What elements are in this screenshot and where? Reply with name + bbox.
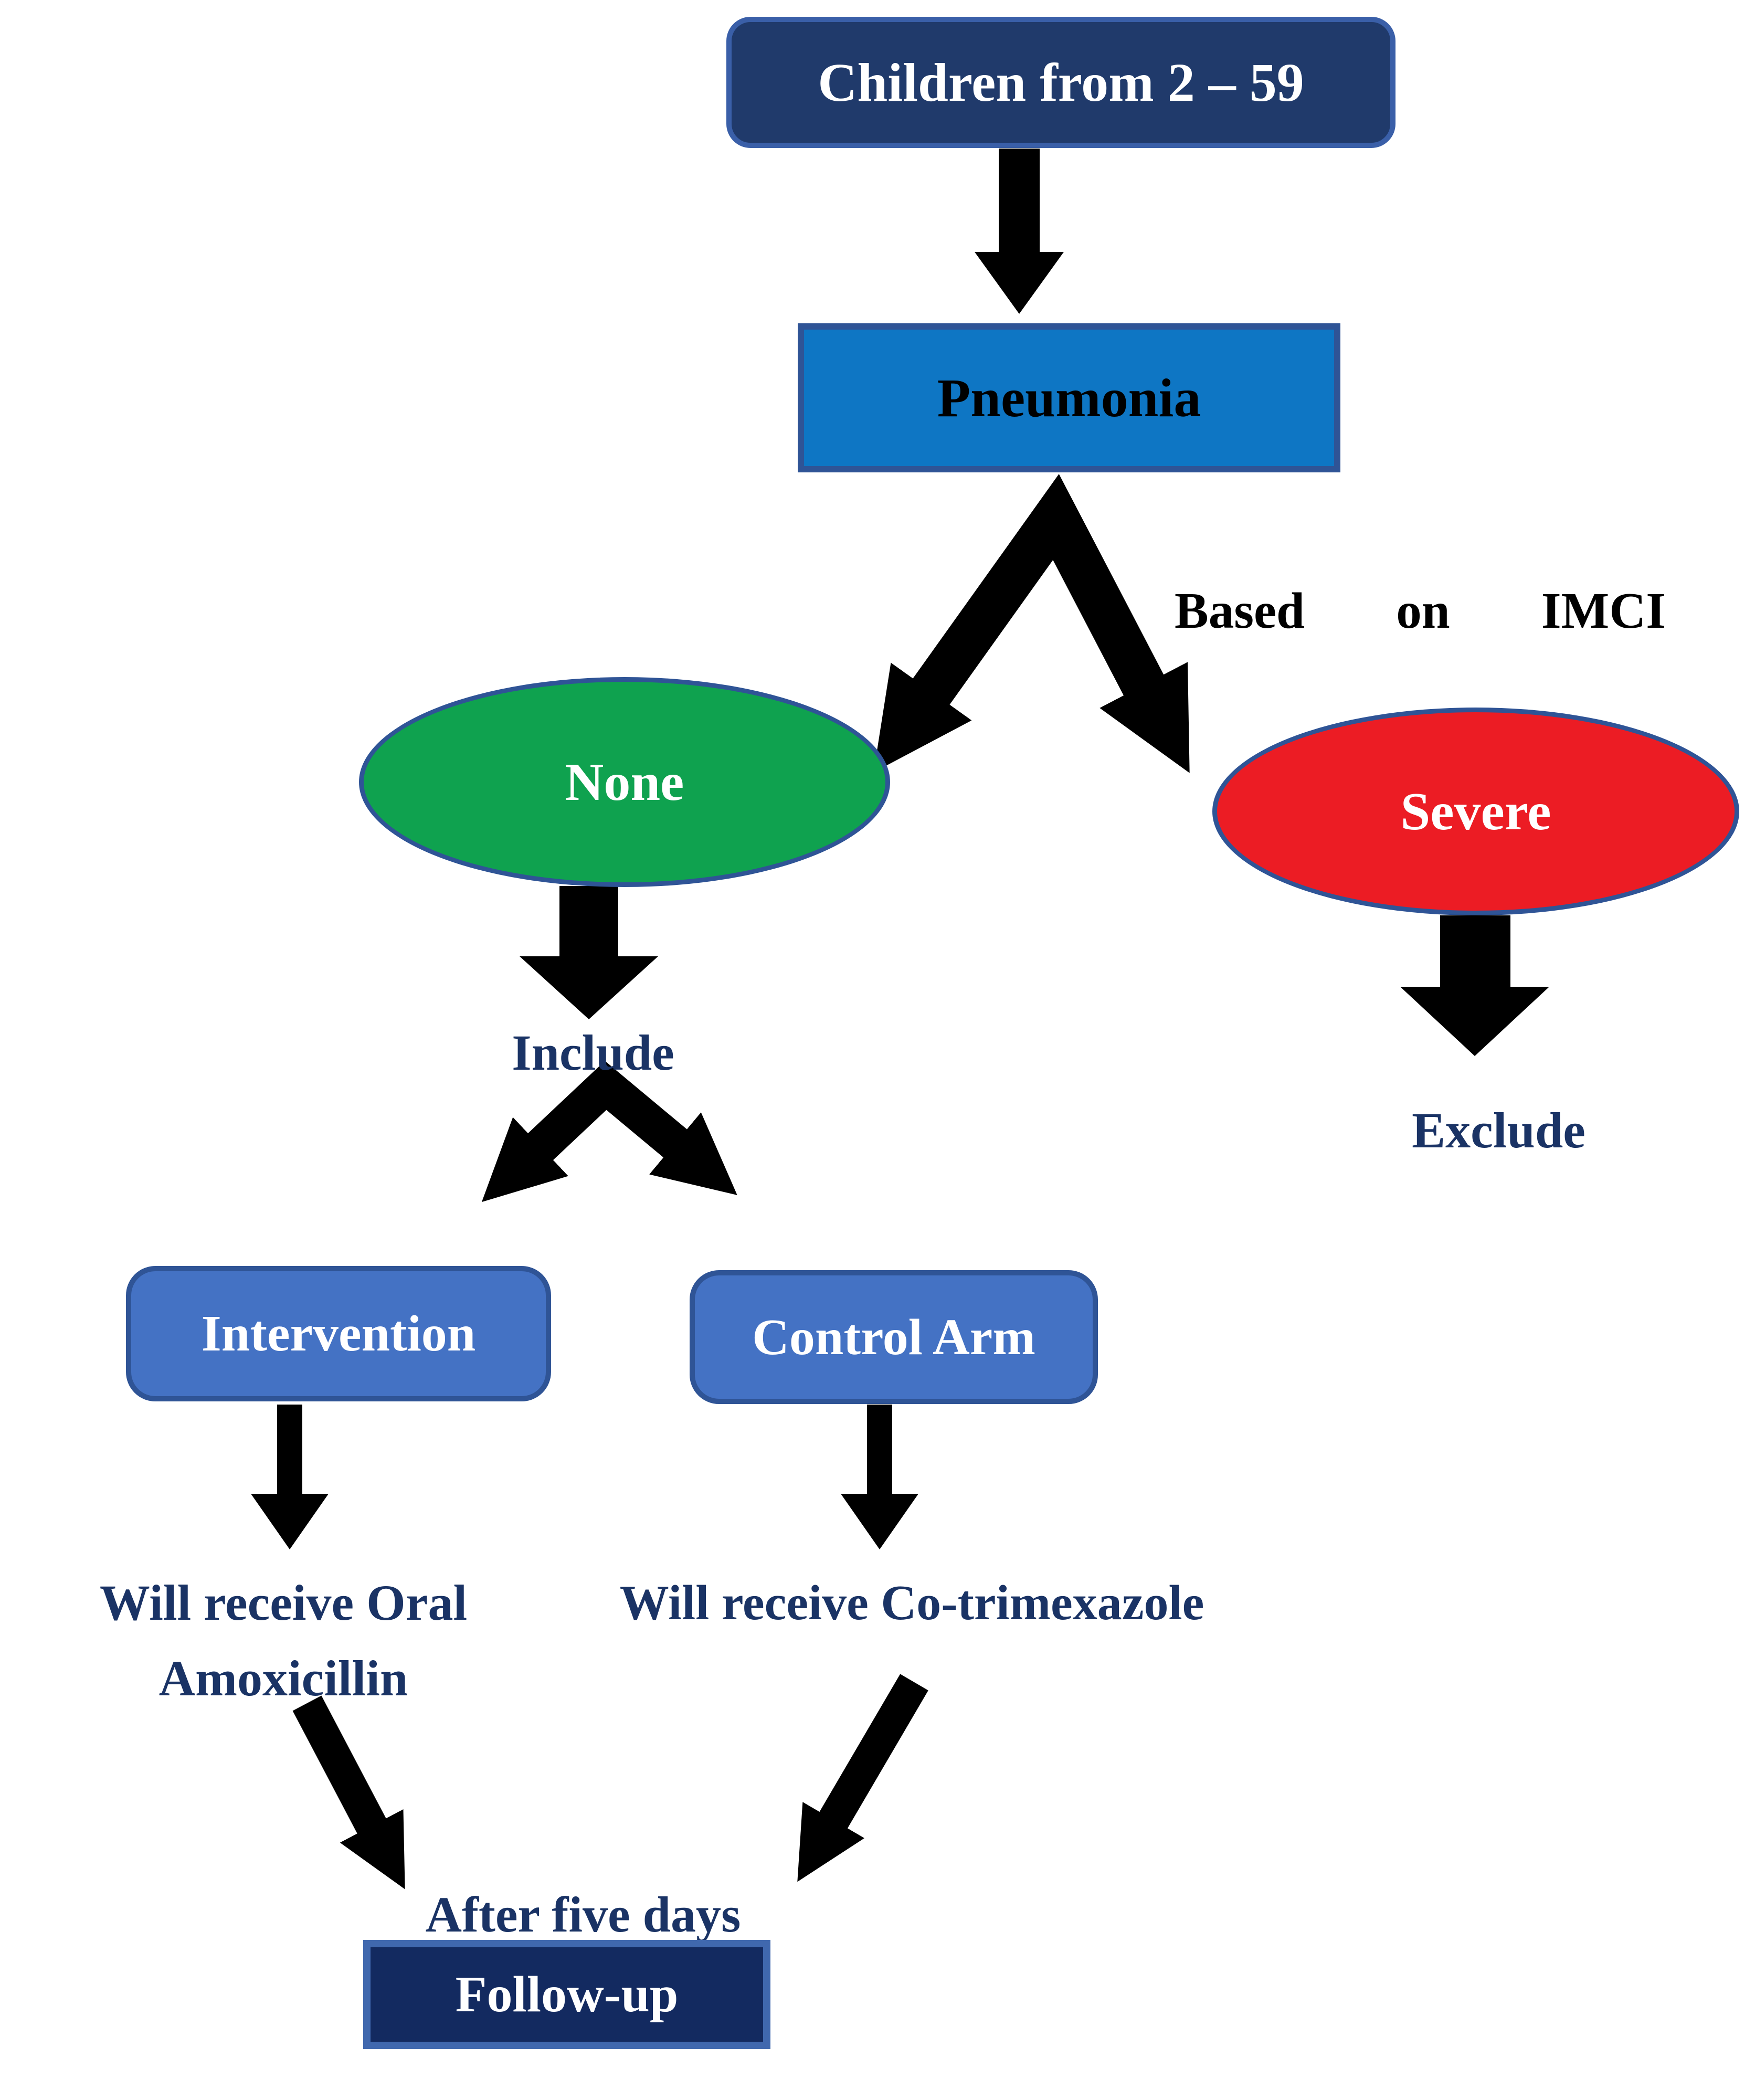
node-children-label: Children from 2 – 59: [818, 52, 1304, 113]
node-pneumonia: Pneumonia: [798, 323, 1340, 472]
arrow-control-to-cotrim: [841, 1405, 918, 1549]
node-severe-label: Severe: [1400, 782, 1551, 841]
oral-amoxicillin-label: Will receive Oral Amoxicillin: [0, 1565, 567, 1716]
arrow-none-to-include: [520, 886, 658, 1019]
node-intervention-label: Intervention: [201, 1305, 476, 1362]
oral-amoxicillin-line1: Will receive Oral: [99, 1575, 468, 1631]
oral-amoxicillin-line2: Amoxicillin: [158, 1650, 408, 1706]
node-control-arm-label: Control Arm: [752, 1308, 1035, 1366]
based-on-imci-label: Based on IMCI: [1175, 583, 1666, 639]
node-followup: Follow-up: [363, 1940, 770, 2049]
arrow-cotrim-to-followup: [797, 1674, 928, 1882]
node-severe: Severe: [1212, 708, 1739, 915]
arrow-oral-to-followup: [292, 1695, 405, 1890]
node-followup-label: Follow-up: [455, 1966, 679, 2023]
include-label: Include: [512, 1025, 674, 1081]
node-children: Children from 2 – 59: [726, 17, 1395, 148]
node-pneumonia-label: Pneumonia: [937, 367, 1201, 428]
arrow-children-to-pneumonia: [975, 149, 1064, 314]
arrow-split-include: [481, 1061, 737, 1202]
cotrimexazole-label: Will receive Co-trimexazole: [619, 1576, 1204, 1630]
node-none: None: [359, 677, 890, 887]
node-control-arm: Control Arm: [690, 1270, 1098, 1404]
arrow-intervention-to-oral: [251, 1405, 329, 1549]
arrow-split-pneumonia: [873, 474, 1190, 773]
after-five-days-label: After five days: [425, 1886, 741, 1943]
arrow-severe-to-exclude: [1400, 915, 1549, 1056]
node-none-label: None: [565, 752, 684, 812]
node-intervention: Intervention: [126, 1266, 551, 1401]
exclude-label: Exclude: [1412, 1102, 1585, 1158]
